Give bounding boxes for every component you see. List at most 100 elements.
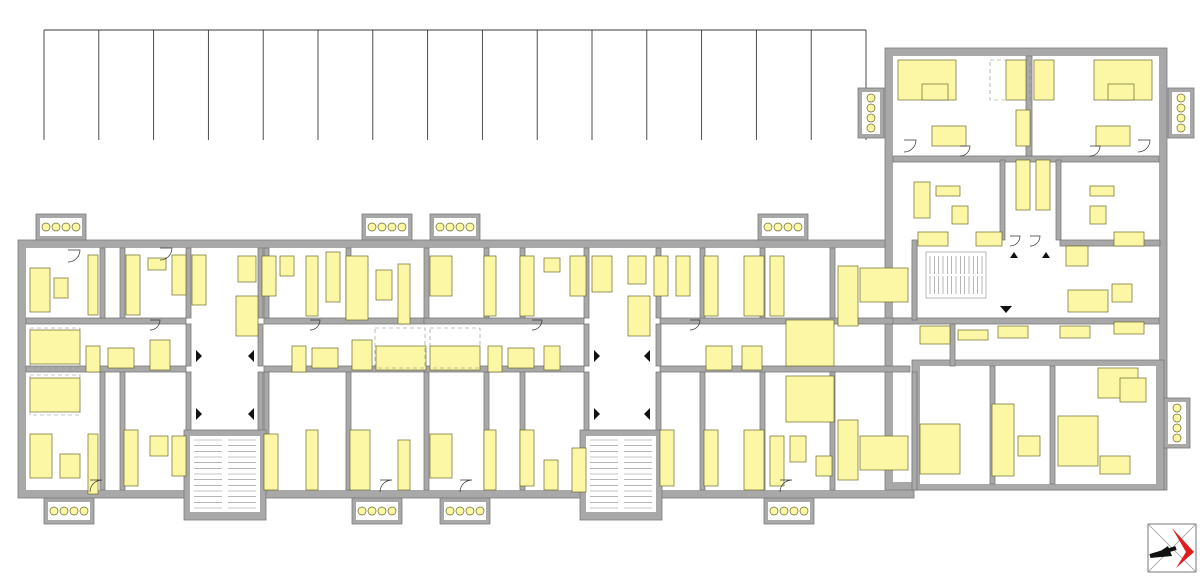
furniture-piece	[543, 257, 561, 273]
furniture-piece	[397, 439, 411, 491]
door-swing-icon	[1137, 139, 1151, 153]
balcony-chair	[1172, 403, 1182, 413]
furniture-piece	[785, 375, 835, 423]
balcony-floor	[434, 218, 476, 236]
furniture-piece	[87, 254, 99, 316]
furniture-piece	[1111, 283, 1133, 303]
partition-wall	[423, 371, 430, 491]
furniture-piece	[1099, 455, 1131, 475]
furniture-piece	[305, 255, 319, 317]
partition-wall	[185, 323, 192, 367]
balcony-chair	[779, 506, 789, 516]
balcony-floor	[862, 92, 880, 134]
balcony-chair	[367, 506, 377, 516]
furniture-piece	[913, 181, 931, 219]
furniture-piece	[789, 435, 807, 463]
door-swing-icon	[689, 319, 701, 331]
furniture-piece	[1033, 59, 1055, 101]
furniture-piece	[1015, 109, 1031, 147]
furniture-piece	[429, 345, 481, 371]
balcony-chair	[455, 506, 465, 516]
balcony-chair	[445, 506, 455, 516]
balcony-floor	[356, 502, 398, 520]
furniture-piece	[675, 255, 691, 297]
balcony-chair	[1172, 413, 1182, 423]
balcony-chair	[1176, 113, 1186, 123]
balcony-floor	[366, 218, 408, 236]
furniture-piece	[705, 345, 733, 371]
furniture-piece	[397, 263, 411, 325]
balcony-chair	[71, 222, 81, 232]
furniture-piece	[543, 345, 561, 371]
furniture-piece	[487, 345, 503, 373]
balcony-floor	[1168, 402, 1186, 444]
door-swing-icon	[903, 139, 917, 153]
furniture-piece	[703, 429, 719, 487]
furniture-piece	[653, 255, 669, 297]
furniture-piece	[743, 255, 765, 317]
furniture-piece	[591, 255, 613, 293]
door-swing-icon	[1029, 235, 1041, 247]
balcony-chair	[69, 506, 79, 516]
furniture-piece	[171, 254, 187, 296]
furniture-piece	[53, 277, 69, 299]
north-arrow-icon	[1147, 523, 1197, 573]
furniture-piece	[483, 429, 497, 491]
furniture-piece	[569, 255, 587, 297]
balcony-chair	[367, 222, 377, 232]
furniture-piece	[543, 459, 559, 491]
furniture-piece	[931, 125, 967, 147]
partition-wall	[911, 239, 918, 321]
furniture-piece	[507, 347, 535, 369]
partition-wall	[949, 323, 956, 367]
partition-wall	[25, 365, 187, 373]
furniture-piece	[147, 257, 167, 271]
stair-direction-arrow-icon	[248, 408, 254, 420]
furniture-piece	[261, 255, 277, 297]
furniture-piece	[837, 419, 859, 481]
furniture-piece	[107, 347, 135, 369]
furniture-piece	[957, 329, 989, 341]
furniture-piece	[29, 267, 51, 313]
furniture-piece	[1057, 415, 1099, 467]
dashed-outlines	[29, 59, 1031, 416]
door-swing-icon	[379, 479, 393, 493]
furniture-piece	[1017, 435, 1041, 457]
balcony-chair	[1176, 123, 1186, 133]
furniture-piece	[123, 429, 139, 487]
partition-wall	[1025, 55, 1033, 157]
balcony-chair	[455, 222, 465, 232]
furniture-piece	[263, 433, 279, 491]
furniture-piece	[571, 447, 587, 493]
furniture-piece	[1059, 325, 1091, 339]
door-swing-icon	[89, 479, 103, 493]
balcony-chair	[793, 222, 803, 232]
furniture-piece	[743, 429, 765, 491]
balcony-chair	[79, 506, 89, 516]
furniture-piece	[279, 255, 295, 277]
furniture-piece	[951, 205, 969, 225]
stair-direction-arrow-icon	[644, 350, 650, 362]
furniture-piece	[769, 435, 785, 487]
stair-direction-arrow-icon	[1042, 252, 1050, 258]
stair-direction-arrow-icon	[644, 408, 650, 420]
balcony-chair	[789, 506, 799, 516]
door-swing-icon	[959, 145, 971, 157]
partition-wall	[659, 365, 911, 373]
partition-wall	[423, 247, 430, 319]
furniture-piece	[659, 429, 675, 487]
balcony-chair	[773, 222, 783, 232]
stair-direction-arrow-icon	[594, 350, 600, 362]
partition-wall	[99, 247, 106, 319]
door-swing-icon	[159, 247, 173, 261]
furniture-piece	[627, 295, 651, 337]
balcony-chair	[783, 222, 793, 232]
balcony-chair	[799, 506, 809, 516]
stair-direction-arrow-icon	[248, 350, 254, 362]
balcony-chair	[769, 506, 779, 516]
furniture-piece	[997, 325, 1029, 339]
balcony-chair	[387, 506, 397, 516]
furniture-piece	[1107, 83, 1135, 101]
door-swing-icon	[1089, 145, 1101, 157]
partition-wall	[829, 371, 836, 491]
